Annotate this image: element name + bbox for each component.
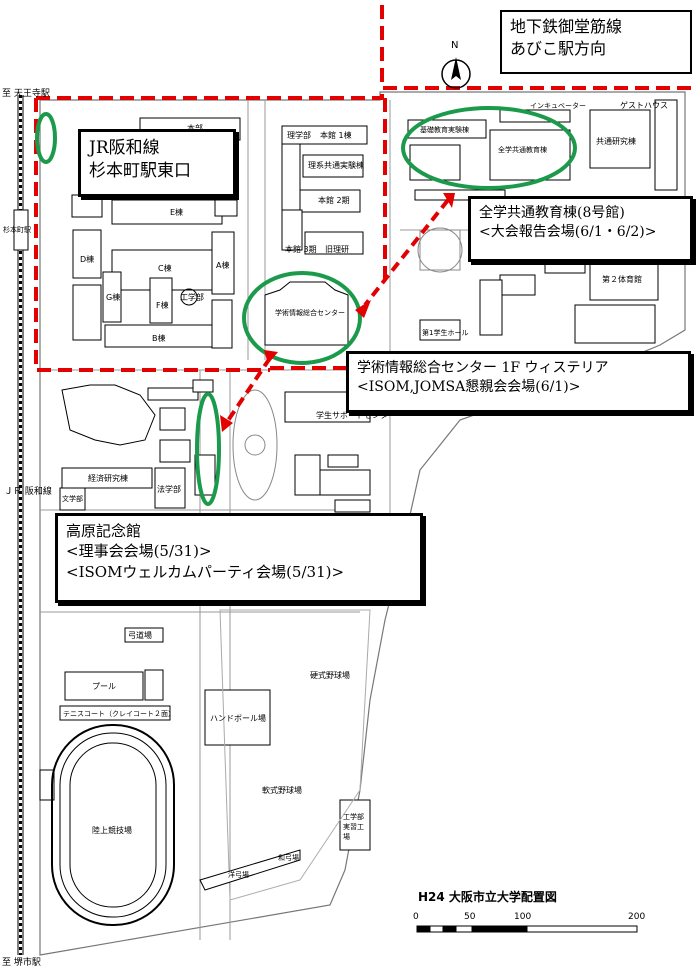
c-tou-label: C棟 <box>158 264 172 273</box>
sugimoto-station <box>13 209 29 251</box>
f-tou-label: F棟 <box>156 301 169 310</box>
gakujutsu-center-building <box>264 281 349 346</box>
kyotsu-kenkyu-label: 共通研究棟 <box>596 137 636 146</box>
honkan2-label: 本館 2期 <box>318 196 350 205</box>
middle-buildings <box>39 379 371 851</box>
kyotsu-line2: <大会報告会場(6/1・6/2)> <box>479 223 657 240</box>
gakujutsu-line1: 学術情報総合センター 1F ウィステリア <box>357 360 609 376</box>
b-tou-label: B棟 <box>152 334 166 343</box>
g-tou-label: G棟 <box>106 293 121 302</box>
e-tou-label: E棟 <box>170 208 184 217</box>
jr-callout: JR阪和線 杉本町駅東口 <box>78 129 236 197</box>
highlight-ovals <box>35 106 577 506</box>
keizai-label: 経済研究棟 <box>88 474 128 483</box>
koushiki-label: 硬式野球場 <box>310 671 350 680</box>
guesthouse-label: ゲストハウス <box>620 101 668 110</box>
kyotsu-line1: 全学共通教育棟(8号館) <box>479 205 625 221</box>
incubator-label: インキュベーター <box>530 102 586 110</box>
kyotsu-callout: 全学共通教育棟(8号館) <大会報告会場(6/1・6/2)> <box>468 196 693 262</box>
student-support-label: 学生サポートセンター <box>316 411 396 420</box>
rigakubu-label: 理学部 <box>287 131 311 140</box>
gakujutsu-callout: 学術情報総合センター 1F ウィステリア <ISOM,JOMSA懇親会会場(6/… <box>346 351 691 413</box>
north-label: N <box>451 40 459 51</box>
honkan1-label: 本館 1棟 <box>320 131 352 140</box>
zengaku-label: 全学共通教育棟 <box>498 146 547 154</box>
scale-label-0: 0 <box>413 912 419 922</box>
kiso-label: 基礎教育実験棟 <box>420 126 469 134</box>
handball-label: ハンドボール場 <box>210 714 266 723</box>
pool-label: プール <box>92 682 116 691</box>
route-arrows <box>223 198 450 427</box>
jr-hanwa-label: ＪＲ 阪和線 <box>4 487 52 497</box>
nanshiki-label: 軟式野球場 <box>262 786 302 795</box>
athletic-label: 陸上競技場 <box>92 826 132 835</box>
campus-boundary <box>39 91 686 956</box>
dai2-label: 第２体育館 <box>602 275 642 284</box>
baseball-field <box>219 609 371 901</box>
north-arrow-icon <box>441 57 471 89</box>
gakujutsu-line2: <ISOM,JOMSA懇親会会場(6/1)> <box>357 378 581 395</box>
scale-label-100: 100 <box>514 912 532 922</box>
hougaku-label: 法学部 <box>157 485 181 494</box>
honkan3-label: 本館 3期 <box>285 245 317 254</box>
sugimoto-label: 杉本町駅 <box>3 226 31 234</box>
kougaku-koujou-label: 工学部 実習工場 <box>343 813 364 841</box>
kyudo-label: 弓道場 <box>128 631 152 640</box>
gakujutsu-building-label: 学術情報総合センター <box>275 309 345 317</box>
kyotsu-buildings <box>407 99 678 344</box>
wagaku-label: 和弓場 <box>278 854 299 862</box>
scale-label-50: 50 <box>464 912 476 922</box>
athletic-field <box>51 724 175 926</box>
yogaku-label: 洋弓場 <box>228 871 249 879</box>
kyotsu-oval <box>401 106 577 190</box>
a-tou-label: A棟 <box>216 261 230 270</box>
jr-line1: JR阪和線 <box>89 138 160 158</box>
tennoji-label: 至 天王寺駅 <box>2 89 50 99</box>
gakujutsu-oval <box>242 271 362 365</box>
tennis-label: テニスコート（クレイコート２面） <box>63 710 175 718</box>
jr-line2: 杉本町駅東口 <box>89 160 191 181</box>
takahara-oval <box>195 392 221 506</box>
bunka-label: 文学部 <box>62 495 83 503</box>
map-title: H24 大阪市立大学配置図 <box>418 890 557 904</box>
science-buildings <box>281 125 368 255</box>
takahara-line2: <理事会会場(5/31)> <box>66 542 212 561</box>
sakai-label: 至 堺市駅 <box>2 958 41 968</box>
rikei-label: 理系共通実験棟 <box>308 161 364 170</box>
takahara-line3: <ISOMウェルカムパーティ会場(5/31)> <box>66 562 345 581</box>
honbu-label: 本部 <box>187 123 203 134</box>
kougakubu-label: 工学部 <box>180 293 204 302</box>
scale-label-200: 200 <box>628 912 646 922</box>
kyuseiken-label: 旧理研 <box>325 245 349 254</box>
subway-line2: あびこ駅方向 <box>510 38 607 58</box>
scale-bar <box>416 925 638 933</box>
d-tou-label: D棟 <box>80 255 95 264</box>
subway-callout: 地下鉄御堂筋線 あびこ駅方向 <box>500 10 692 74</box>
subway-line1: 地下鉄御堂筋線 <box>510 17 623 36</box>
dai1-label: 第1学生ホール <box>422 329 469 337</box>
takahara-callout: 高原記念館 <理事会会場(5/31)> <ISOMウェルカムパーティ会場(5/3… <box>55 513 423 603</box>
takahara-line1: 高原記念館 <box>66 522 142 540</box>
jr-gate-oval <box>35 112 57 164</box>
